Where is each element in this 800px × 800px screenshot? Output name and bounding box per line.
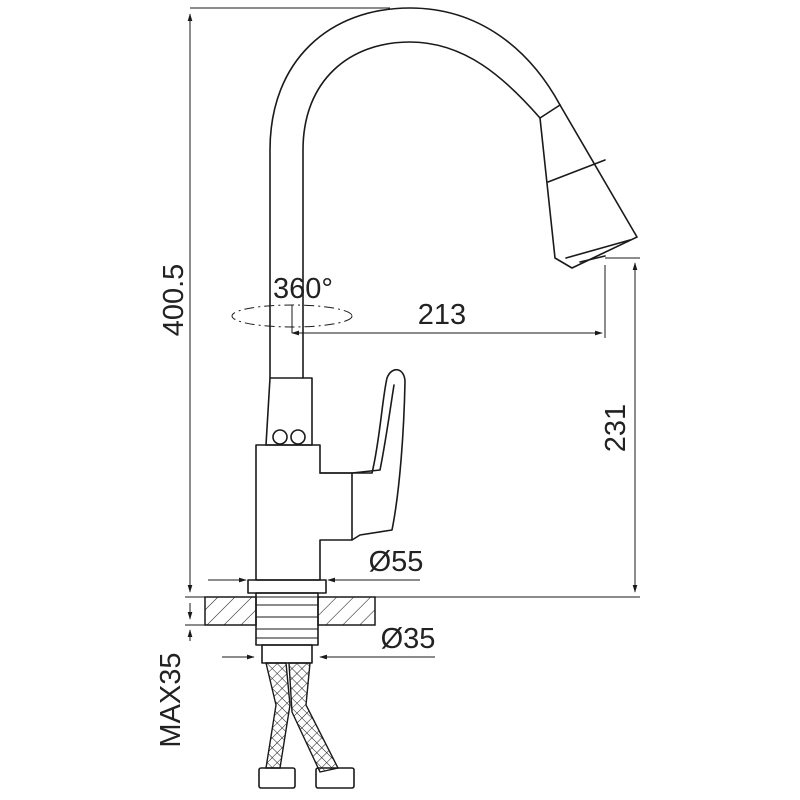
spray-outlet xyxy=(579,255,606,263)
max-thickness-label: MAX35 xyxy=(155,652,187,747)
spray-head-ring xyxy=(547,159,606,183)
countertop-left xyxy=(204,596,257,626)
collar-dot-left xyxy=(272,429,288,445)
hose-right xyxy=(288,662,340,773)
spout-height-label: 231 xyxy=(600,404,632,452)
spray-head xyxy=(539,104,638,269)
collar-dot-right xyxy=(290,429,306,445)
spout-outer-curve xyxy=(269,7,561,379)
dimension-lines xyxy=(185,7,640,660)
base-diameter-label: Ø55 xyxy=(369,546,424,578)
hose-fitting-left xyxy=(258,767,296,789)
hose-fitting-right xyxy=(315,767,355,789)
handle-inner xyxy=(351,384,395,474)
countertop-right xyxy=(317,596,376,626)
hose-left xyxy=(265,662,291,769)
rotation-label: 360° xyxy=(273,273,333,305)
mounting-nut xyxy=(261,644,313,664)
spout-inner-curve xyxy=(302,41,541,379)
spout-reach-label: 213 xyxy=(418,299,466,331)
faucet-outline xyxy=(204,7,638,789)
mixer-body xyxy=(255,444,353,581)
base-flange xyxy=(247,579,327,594)
mount-hole-label: Ø35 xyxy=(381,623,436,655)
threaded-shank xyxy=(255,592,319,646)
spray-nozzle xyxy=(565,239,631,259)
handle-lever xyxy=(319,369,406,541)
total-height-label: 400.5 xyxy=(158,264,190,337)
